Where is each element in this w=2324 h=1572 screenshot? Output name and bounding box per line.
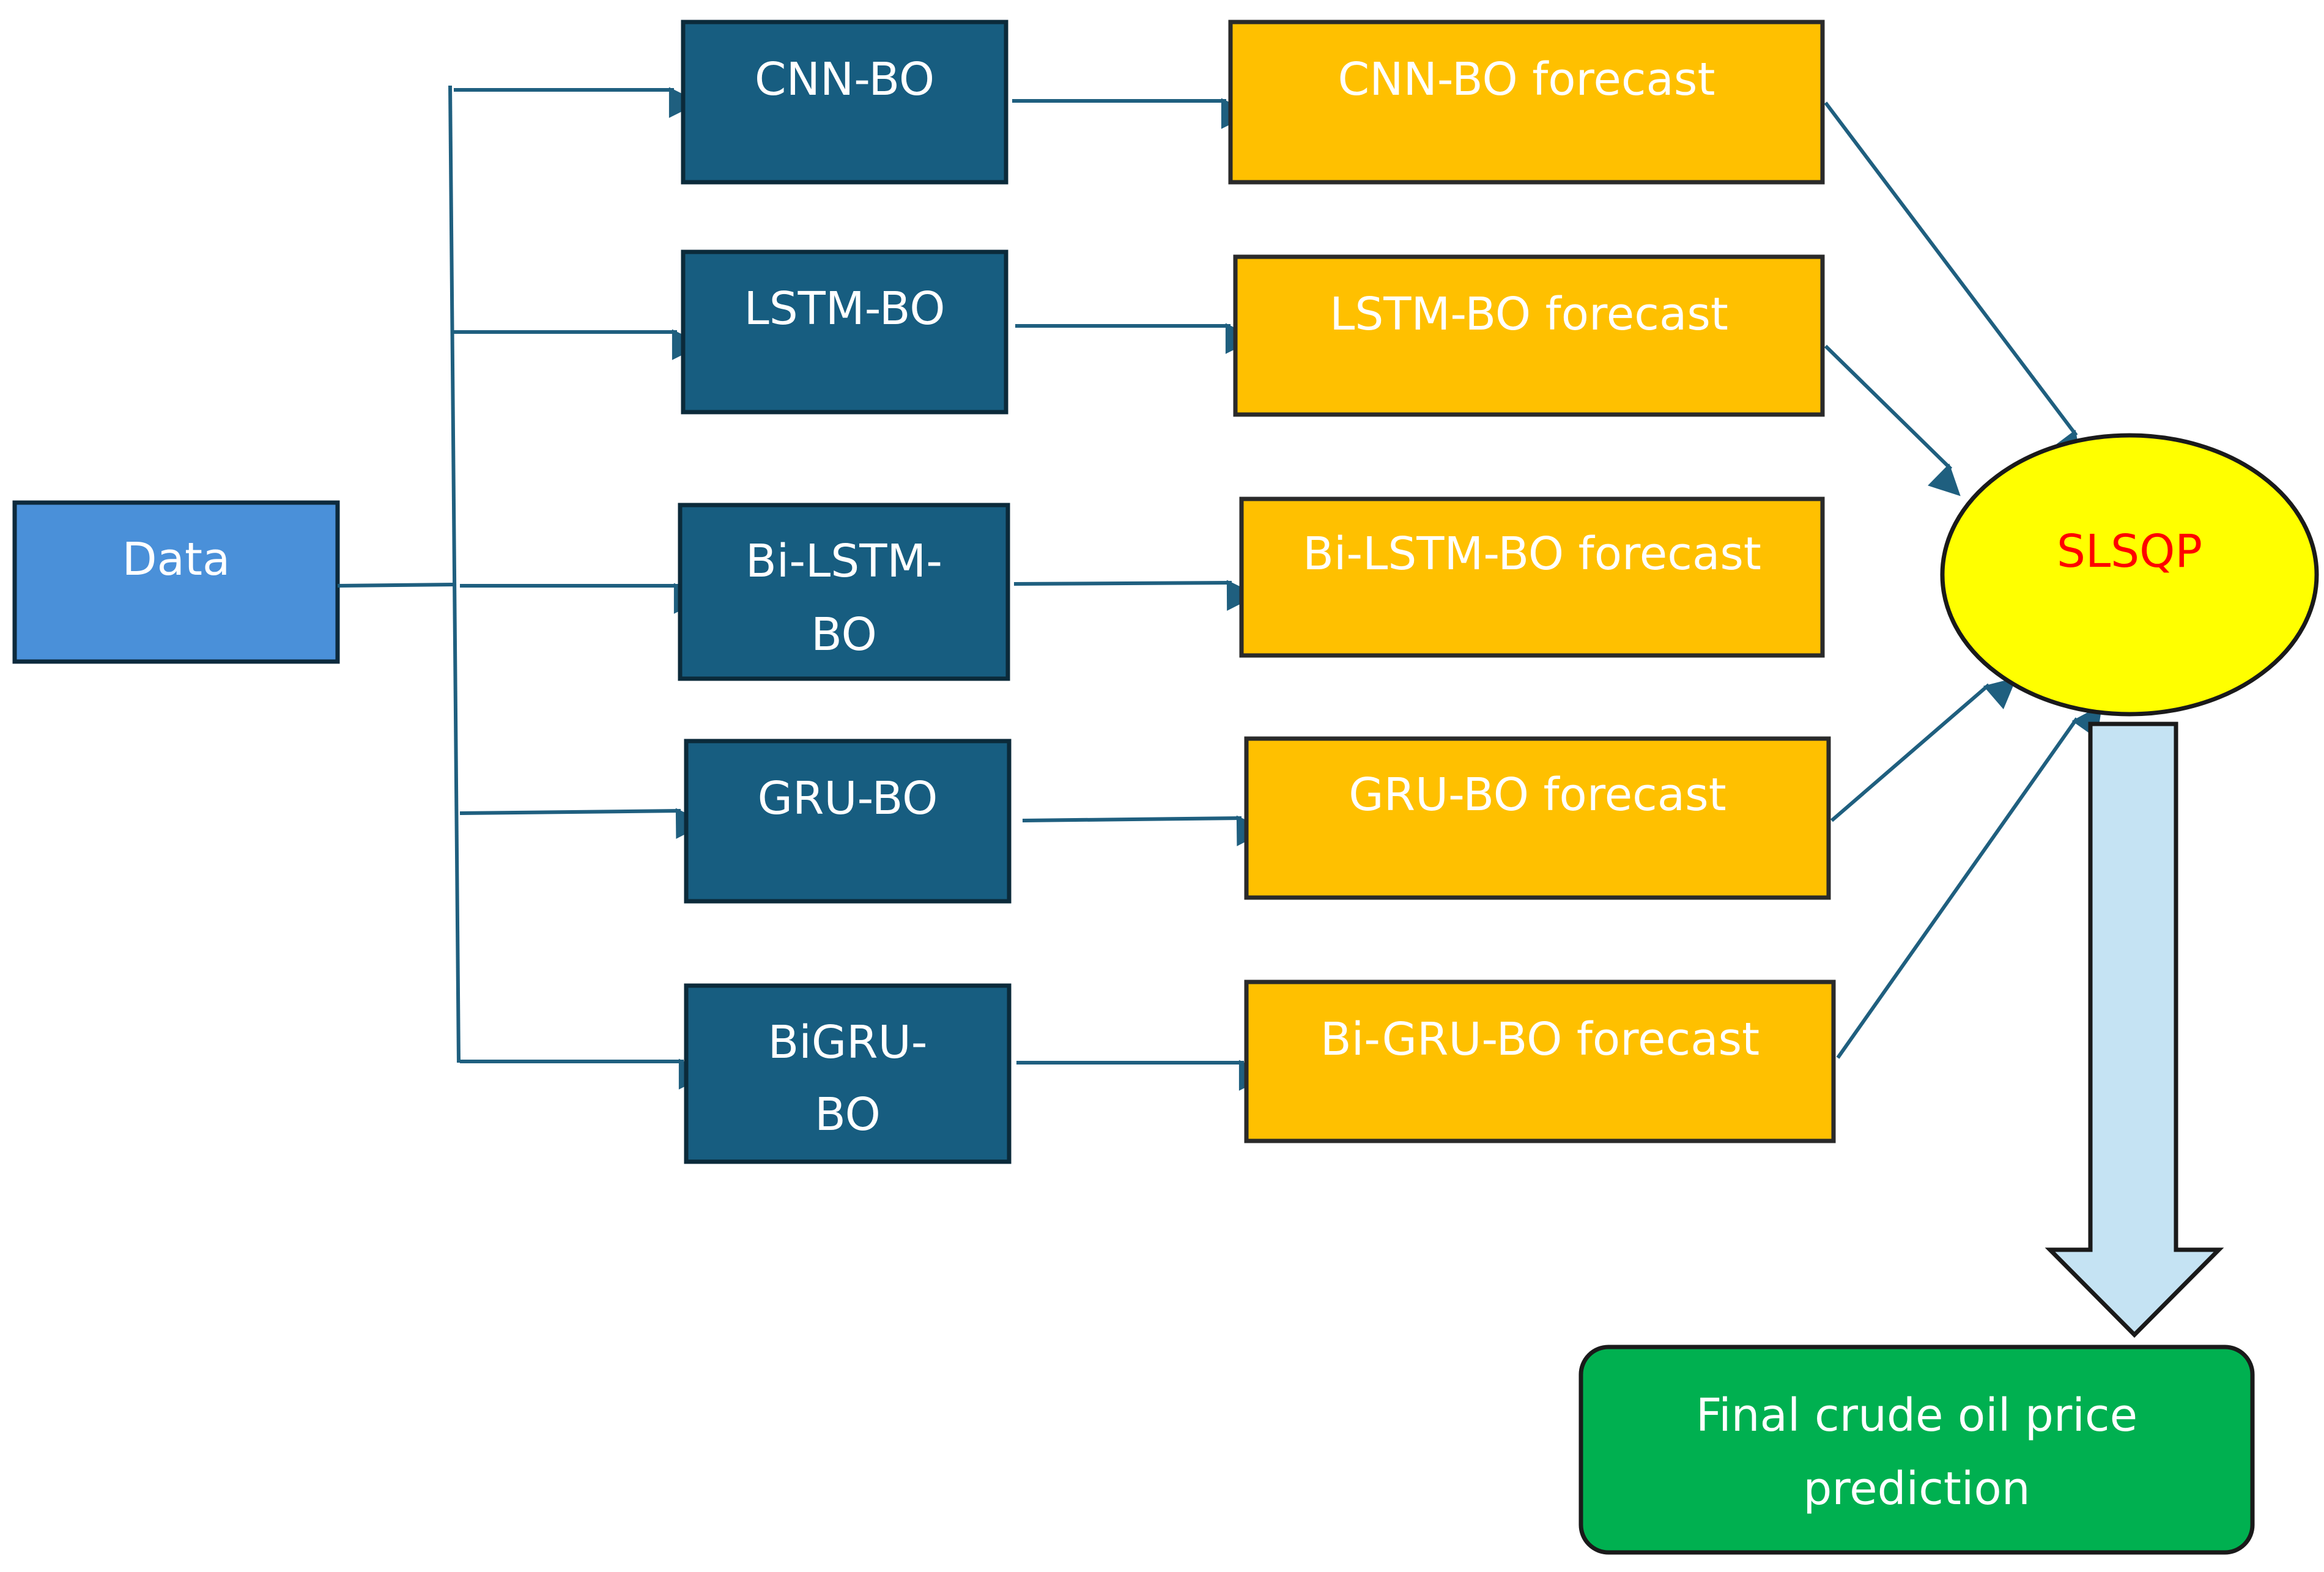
model-label: CNN-BO bbox=[755, 53, 934, 106]
slsqp-node: SLSQP bbox=[1940, 433, 2319, 717]
model-label-line2: BO bbox=[811, 608, 877, 661]
model-label-line1: Bi-LSTM- bbox=[746, 535, 942, 588]
forecast-to-slsqp-arrows bbox=[1824, 101, 2103, 1059]
forecast-box bbox=[1244, 980, 1836, 1143]
model-node-bi-lstm-bo: Bi-LSTM- BO bbox=[678, 503, 1010, 681]
model-box bbox=[684, 739, 1012, 904]
final-prediction-node: Final crude oil price prediction bbox=[1578, 1345, 2255, 1555]
model-box bbox=[684, 983, 1012, 1164]
arrow-bi-gru-forecast-to-slsqp bbox=[1836, 704, 2103, 1059]
forecast-label: CNN-BO forecast bbox=[1338, 53, 1715, 106]
model-box bbox=[678, 503, 1010, 681]
forecast-node-bi-lstm-bo: Bi-LSTM-BO forecast bbox=[1239, 496, 1825, 658]
model-label: LSTM-BO bbox=[744, 282, 945, 335]
forecast-node-lstm-bo: LSTM-BO forecast bbox=[1233, 254, 1825, 417]
model-box bbox=[681, 20, 1008, 185]
forecast-box bbox=[1233, 254, 1825, 417]
model-to-forecast-arrows bbox=[1012, 98, 1270, 1091]
model-nodes: CNN-BO LSTM-BO Bi-LSTM- BO GRU-BO BiGRU-… bbox=[678, 20, 1012, 1164]
arrow-gru-bo-to-forecast bbox=[1022, 815, 1268, 846]
forecast-node-cnn-bo: CNN-BO forecast bbox=[1228, 20, 1825, 185]
final-label-line1: Final crude oil price bbox=[1696, 1389, 2137, 1442]
arrow-bi-lstm-bo-to-forecast bbox=[1013, 580, 1258, 611]
slsqp-ellipse bbox=[1940, 433, 2319, 717]
data-label: Data bbox=[122, 533, 231, 586]
model-label: GRU-BO bbox=[758, 772, 938, 825]
forecast-label: Bi-LSTM-BO forecast bbox=[1303, 528, 1761, 580]
model-node-gru-bo: GRU-BO bbox=[684, 739, 1012, 904]
forecast-label: Bi-GRU-BO forecast bbox=[1320, 1013, 1760, 1066]
model-box bbox=[681, 249, 1008, 415]
distribution-lines bbox=[337, 85, 710, 1090]
model-label-line2: BO bbox=[815, 1088, 881, 1141]
slsqp-label: SLSQP bbox=[2057, 525, 2202, 578]
data-to-trunk-line bbox=[337, 583, 454, 588]
trunk-line bbox=[448, 85, 461, 1063]
forecast-node-gru-bo: GRU-BO forecast bbox=[1244, 736, 1831, 900]
model-node-bigru-bo: BiGRU- BO bbox=[684, 983, 1012, 1164]
model-node-cnn-bo: CNN-BO bbox=[681, 20, 1008, 185]
forecast-box bbox=[1244, 736, 1831, 900]
final-box bbox=[1578, 1345, 2255, 1555]
arrow-cnn-forecast-to-slsqp bbox=[1824, 101, 2082, 464]
forecast-label: GRU-BO forecast bbox=[1349, 769, 1726, 821]
model-node-lstm-bo: LSTM-BO bbox=[681, 249, 1008, 415]
arrow-lstm-forecast-to-slsqp bbox=[1824, 344, 1961, 496]
forecast-label: LSTM-BO forecast bbox=[1330, 288, 1728, 341]
data-node: Data bbox=[12, 500, 340, 664]
branch-gru-bo bbox=[459, 808, 707, 839]
forecast-node-bi-gru-bo: Bi-GRU-BO forecast bbox=[1244, 980, 1836, 1143]
model-label-line1: BiGRU- bbox=[768, 1016, 928, 1069]
arrow-gru-forecast-to-slsqp bbox=[1830, 677, 2017, 822]
down-arrow bbox=[2045, 721, 2224, 1338]
forecast-nodes: CNN-BO forecast LSTM-BO forecast Bi-LSTM… bbox=[1228, 20, 1836, 1143]
forecast-box bbox=[1239, 496, 1825, 658]
forecast-box bbox=[1228, 20, 1825, 185]
final-label-line2: prediction bbox=[1803, 1463, 2030, 1515]
data-box bbox=[12, 500, 340, 664]
